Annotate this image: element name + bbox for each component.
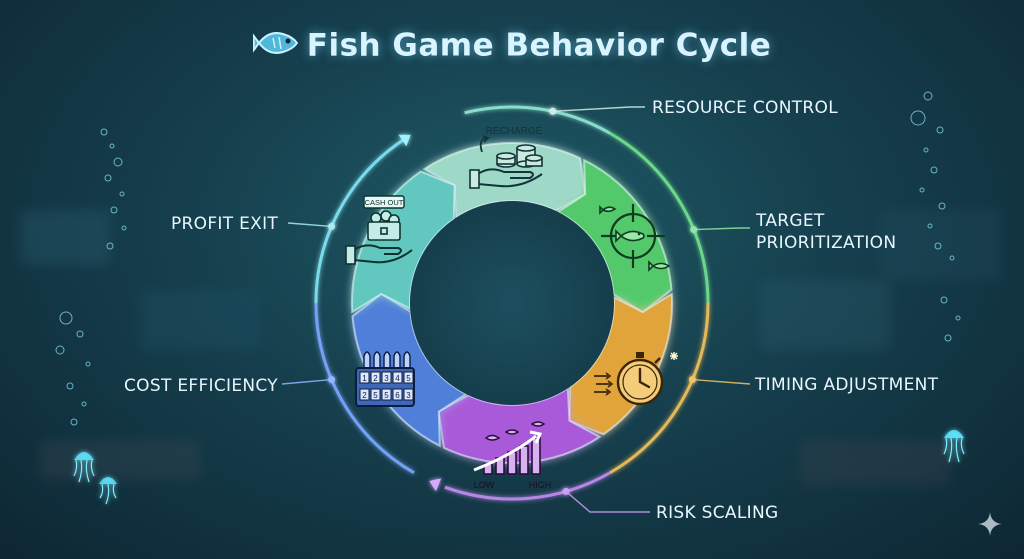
label-resource-control: RESOURCE CONTROL [652, 98, 838, 118]
connector-resource-control [552, 106, 645, 112]
ring-arc [444, 471, 611, 501]
bubble [66, 382, 74, 390]
bubble [70, 418, 78, 426]
connector-cost-efficiency [281, 378, 332, 385]
bubble [55, 345, 65, 355]
sparkle-icon [978, 512, 1002, 541]
counter-digit: 5 [406, 374, 411, 383]
counter-digit: 2 [362, 391, 367, 400]
bubble [923, 147, 929, 153]
ring-arc [314, 302, 415, 475]
background-blur [20, 210, 110, 265]
counter-digit: 1 [362, 374, 367, 383]
connector-target-prioritization [693, 227, 750, 231]
bubble [76, 330, 84, 338]
connector-risk-scaling [565, 490, 650, 513]
jellyfish-icon [99, 477, 117, 505]
outer-ring [314, 105, 710, 501]
high-caption: HIGH [529, 480, 552, 490]
bubble [110, 206, 118, 214]
label-profit-exit: PROFIT EXIT [171, 214, 279, 234]
bubble [944, 334, 952, 342]
rising-bars-icon: LOW HIGH [473, 421, 552, 490]
connector-target-prioritization-dot [690, 226, 698, 234]
label-cost-efficiency: COST EFFICIENCY [124, 376, 278, 396]
connector-timing-adjustment-dot [688, 376, 696, 384]
ring-arrow-icon [398, 134, 411, 147]
background-blur [800, 440, 950, 485]
page-title: Fish Game Behavior Cycle [0, 26, 1024, 68]
center-hole [410, 201, 614, 405]
bubble [121, 225, 127, 231]
label-risk-scaling: RISK SCALING [656, 503, 779, 523]
bubble [106, 242, 114, 250]
jellyfish-icon [943, 430, 965, 463]
bubble [949, 255, 955, 261]
bubble [923, 91, 933, 101]
label-timing-adjustment: TIMING ADJUSTMENT [755, 375, 939, 395]
connector-risk-scaling-dot [562, 487, 570, 495]
label-target-line-1: TARGET [756, 211, 825, 231]
connector-profit-exit [287, 222, 332, 228]
connector-cost-efficiency-dot [328, 376, 336, 384]
ring-arc [609, 131, 710, 304]
bubble [109, 143, 115, 149]
counter-digit: 5 [373, 391, 378, 400]
bubble [910, 110, 926, 126]
bubble [955, 315, 961, 321]
label-target-line-2: PRIORITIZATION [756, 233, 897, 253]
jellyfish-icon [73, 452, 95, 483]
segment-icons: RECHARGE [345, 126, 678, 490]
counter-digit: 4 [395, 374, 400, 383]
ring-arrow-icon [429, 478, 442, 492]
bubble [59, 311, 73, 325]
counter-digit: 3 [384, 374, 389, 383]
counter-digit: 5 [384, 391, 389, 400]
crosshair-fish-icon [599, 204, 671, 272]
background-blur [760, 280, 890, 350]
bubble [81, 401, 87, 407]
connector-timing-adjustment [692, 378, 751, 385]
bubble [113, 157, 123, 167]
bubbles-decoration [55, 91, 961, 426]
label-connectors [281, 106, 751, 513]
bubble [936, 126, 944, 134]
bubble [927, 223, 933, 229]
bubble [940, 296, 948, 304]
bubble [930, 166, 938, 174]
bubble [938, 202, 946, 210]
recharge-caption: RECHARGE [486, 126, 543, 137]
bubble [100, 128, 108, 136]
coin-stack-hand-icon: RECHARGE [469, 126, 543, 189]
bubble [934, 242, 942, 250]
page-title-text: Fish Game Behavior Cycle [306, 27, 772, 64]
fish-logo-icon [251, 26, 299, 68]
counter-digit: 3 [406, 391, 411, 400]
stopwatch-icon [594, 352, 678, 406]
ring-arc [314, 139, 404, 304]
connector-resource-control-dot [549, 107, 557, 115]
bubble [919, 187, 925, 193]
cash-out-caption: CASH OUT [365, 198, 404, 207]
connector-profit-exit-dot [328, 222, 336, 230]
low-caption: LOW [474, 480, 495, 490]
label-target-prioritization: TARGET PRIORITIZATION [756, 210, 896, 254]
background-blur [40, 440, 200, 480]
background-blur [880, 210, 1000, 280]
counter-digit: 6 [395, 391, 400, 400]
bubble [104, 174, 112, 182]
counter-digit: 2 [373, 374, 378, 383]
bubble [119, 191, 125, 197]
treasure-chest-hand-icon: CASH OUT [345, 195, 413, 265]
ring-arc [609, 302, 710, 475]
ring-arc [464, 105, 611, 135]
background-blur [140, 290, 260, 350]
bubble [85, 361, 91, 367]
